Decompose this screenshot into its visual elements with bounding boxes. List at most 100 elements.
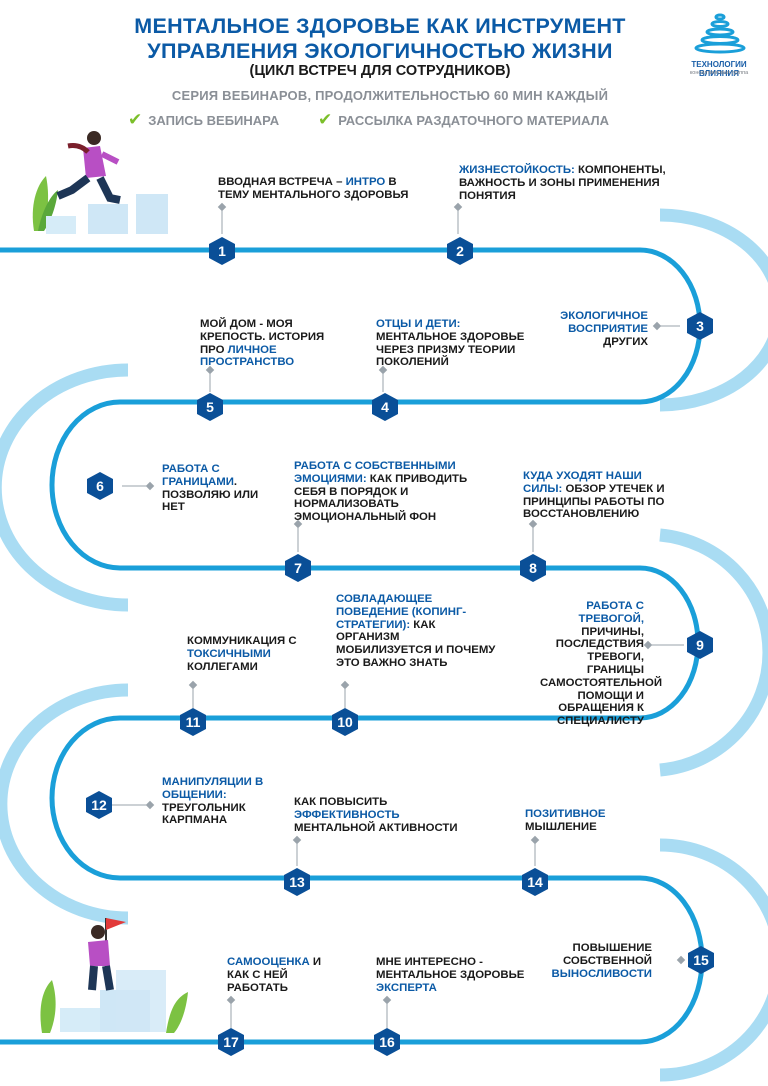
running-person-illustration <box>32 131 168 234</box>
flag-person-illustration <box>40 918 188 1033</box>
hexagon-icon <box>520 554 546 582</box>
step-number-text: 2 <box>456 243 464 259</box>
hexagon-icon <box>284 868 310 896</box>
light-arc-right-3 <box>659 838 768 1082</box>
step-label-1: ВВОДНАЯ ВСТРЕЧА – ИНТРО В ТЕМУ МЕНТАЛЬНО… <box>218 176 428 202</box>
step-text: МЫШЛЕНИЕ <box>525 820 597 833</box>
step-text: КАК ПРИВОДИТЬ СЕБЯ В ПОРЯДОК И НОРМАЛИЗО… <box>294 472 468 524</box>
hexagon-icon <box>285 554 311 582</box>
step-text: КОМПОНЕНТЫ, ВАЖНОСТЬ И ЗОНЫ ПРИМЕНЕНИЯ П… <box>459 164 666 202</box>
step-text: МЕНТАЛЬНОЕ ЗДОРОВЬЕ ЧЕРЕЗ ПРИЗМУ ТЕОРИИ … <box>376 330 525 369</box>
step-number-text: 3 <box>696 318 704 334</box>
step-text-highlight: ПОЗИТИВНОЕ <box>525 808 606 820</box>
page-subtitle: (ЦИКЛ ВСТРЕЧ ДЛЯ СОТРУДНИКОВ) <box>249 63 511 79</box>
step-text-highlight: МАНИПУЛЯЦИИ В ОБЩЕНИИ: <box>162 776 264 801</box>
hexagon-icon <box>687 631 713 659</box>
step-label-6: РАБОТА С ГРАНИЦАМИ. ПОЗВОЛЯЮ ИЛИ НЕТ <box>162 463 262 514</box>
step-text-highlight: РАБОТА С ТРЕВОГОЙ, <box>578 600 644 625</box>
check-item-label: РАССЫЛКА РАЗДАТОЧНОГО МАТЕРИАЛА <box>338 113 610 128</box>
step-text: ПОВЫШЕНИЕ СОБСТВЕННОЙ <box>562 942 652 967</box>
step-text: МОЙ ДОМ - МОЯ КРЕПОСТЬ. ИСТОРИЯ ПРО <box>200 318 325 356</box>
step-text-highlight: САМООЦЕНКА <box>227 956 310 968</box>
step-text-highlight: ЭКСПЕРТА <box>376 981 437 994</box>
step-number-10: 10 <box>330 707 360 737</box>
step-text: КОЛЛЕГАМИ <box>187 660 258 673</box>
light-arc-left-1 <box>0 363 129 612</box>
step-text-highlight: ИНТРО <box>345 176 386 188</box>
hexagon-icon <box>374 1028 400 1056</box>
step-number-text: 16 <box>379 1034 395 1050</box>
step-text: МЕНТАЛЬНОЙ АКТИВНОСТИ <box>294 821 458 834</box>
step-label-5: МОЙ ДОМ - МОЯ КРЕПОСТЬ. ИСТОРИЯ ПРО ЛИЧН… <box>200 318 340 369</box>
step-text: В ТЕМУ МЕНТАЛЬНОГО ЗДОРОВЬЯ <box>218 176 409 201</box>
step-text: ТРЕУГОЛЬНИК КАРПМАНА <box>162 801 246 827</box>
hexagon-icon <box>86 791 112 819</box>
page-title-line1: МЕНТАЛЬНОЕ ЗДОРОВЬЕ КАК ИНСТРУМЕНТ <box>134 14 626 38</box>
step-text-highlight: КУДА УХОДЯТ НАШИ СИЛЫ: <box>523 470 642 495</box>
light-arc-right-1 <box>659 208 768 412</box>
step-number-text: 15 <box>693 952 709 968</box>
step-number-1: 1 <box>207 236 237 266</box>
step-number-text: 14 <box>527 874 543 890</box>
step-label-9: РАБОТА С ТРЕВОГОЙ, ПРИЧИНЫ, ПОСЛЕДСТВИЯ … <box>540 600 662 728</box>
hexagon-icon <box>332 708 358 736</box>
step-number-15: 15 <box>686 945 716 975</box>
step-number-2: 2 <box>445 236 475 266</box>
page-title-line2: УПРАВЛЕНИЯ ЭКОЛОГИЧНОСТЬЮ ЖИЗНИ <box>147 39 613 63</box>
step-text: И КАК С НЕЙ РАБОТАТЬ <box>227 956 322 994</box>
hexagon-icon <box>447 237 473 265</box>
step-label-15: ПОВЫШЕНИЕ СОБСТВЕННОЙ ВЫНОСЛИВОСТИ <box>538 942 652 980</box>
step-number-text: 12 <box>91 797 107 813</box>
light-arc-right-2 <box>659 528 768 777</box>
step-number-12: 12 <box>84 790 114 820</box>
step-number-text: 13 <box>289 874 305 890</box>
check-item-recording: ✔ЗАПИСЬ ВЕБИНАРА <box>128 110 279 130</box>
step-label-3: ЭКОЛОГИЧНОЕ ВОСПРИЯТИЕ ДРУГИХ <box>530 310 648 348</box>
hexagon-icon <box>688 946 714 974</box>
step-text-highlight: ВЫНОСЛИВОСТИ <box>551 967 652 980</box>
step-text-highlight: РАБОТА С СОБСТВЕННЫМИ ЭМОЦИЯМИ: <box>294 460 456 485</box>
step-text: КОММУНИКАЦИЯ С <box>187 635 297 647</box>
check-item-label: ЗАПИСЬ ВЕБИНАРА <box>148 113 280 128</box>
step-number-text: 17 <box>223 1034 239 1050</box>
step-number-16: 16 <box>372 1027 402 1057</box>
step-text-highlight: РАБОТА С ГРАНИЦАМИ <box>162 463 234 488</box>
step-number-7: 7 <box>283 553 313 583</box>
step-number-5: 5 <box>195 392 225 422</box>
light-arc-left-2 <box>0 683 129 925</box>
step-label-8: КУДА УХОДЯТ НАШИ СИЛЫ: ОБЗОР УТЕЧЕК И ПР… <box>523 470 683 521</box>
step-number-3: 3 <box>685 311 715 341</box>
step-number-text: 6 <box>96 478 104 494</box>
step-number-17: 17 <box>216 1027 246 1057</box>
check-item-handouts: ✔РАССЫЛКА РАЗДАТОЧНОГО МАТЕРИАЛА <box>318 110 609 130</box>
step-number-text: 9 <box>696 637 704 653</box>
step-number-6: 6 <box>85 471 115 501</box>
step-label-16: МНЕ ИНТЕРЕСНО - МЕНТАЛЬНОЕ ЗДОРОВЬЕ ЭКСП… <box>376 956 526 994</box>
step-label-11: КОММУНИКАЦИЯ С ТОКСИЧНЫМИ КОЛЛЕГАМИ <box>187 635 307 673</box>
step-text-highlight: ТОКСИЧНЫМИ <box>187 647 271 660</box>
step-label-4: ОТЦЫ И ДЕТИ: МЕНТАЛЬНОЕ ЗДОРОВЬЕ ЧЕРЕЗ П… <box>376 318 541 369</box>
step-number-text: 10 <box>337 714 353 730</box>
hexagon-icon <box>87 472 113 500</box>
step-text: ПРИЧИНЫ, ПОСЛЕДСТВИЯ ТРЕВОГИ, ГРАНИЦЫ СА… <box>540 625 663 728</box>
step-number-8: 8 <box>518 553 548 583</box>
logo-tagline: консалтинговая группа <box>689 70 749 76</box>
hexagon-icon <box>197 393 223 421</box>
hexagon-icon <box>218 1028 244 1056</box>
step-text: КАК ПОВЫСИТЬ <box>294 796 388 808</box>
step-label-2: ЖИЗНЕСТОЙКОСТЬ: КОМПОНЕНТЫ, ВАЖНОСТЬ И З… <box>459 164 699 202</box>
step-text-highlight: ОТЦЫ И ДЕТИ: <box>376 318 461 330</box>
step-label-17: САМООЦЕНКА И КАК С НЕЙ РАБОТАТЬ <box>227 956 327 994</box>
step-text: ОБЗОР УТЕЧЕК И ПРИНЦИПЫ РАБОТЫ ПО ВОССТА… <box>523 482 665 521</box>
hexagon-icon <box>372 393 398 421</box>
step-number-4: 4 <box>370 392 400 422</box>
step-label-7: РАБОТА С СОБСТВЕННЫМИ ЭМОЦИЯМИ: КАК ПРИВ… <box>294 460 494 524</box>
step-number-13: 13 <box>282 867 312 897</box>
step-number-text: 7 <box>294 560 302 576</box>
step-number-11: 11 <box>178 707 208 737</box>
step-number-text: 1 <box>218 243 226 259</box>
step-text: КАК ОРГАНИЗМ МОБИЛИЗУЕТСЯ И ПОЧЕМУ ЭТО В… <box>336 618 496 669</box>
hexagon-icon <box>209 237 235 265</box>
step-number-9: 9 <box>685 630 715 660</box>
